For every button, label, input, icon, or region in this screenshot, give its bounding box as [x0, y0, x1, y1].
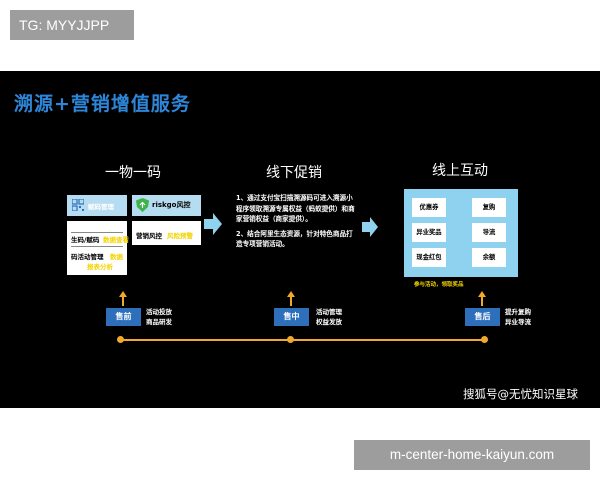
risk-functions-box: 营销风控 风险预警 [132, 221, 201, 245]
tg-label: TG: MYYJJPP [10, 10, 134, 40]
right-arrow-icon [362, 217, 378, 237]
slide-title: 溯源+营销增值服务 [14, 93, 191, 115]
data-view-label: 数据查看 [103, 236, 129, 244]
stage-in-sale: 售中 [274, 308, 309, 326]
slide-image: 溯源+营销增值服务 一物一码 线下促销 线上互动 赋码管理 riskgo风控 生… [0, 71, 600, 408]
risk-control-cell: riskgo风控 [132, 195, 201, 216]
offline-promo-point-1: 1、通过支付宝扫描溯源码可进入溯源小程序领取溯源专属权益（蚂蚁提供）和商家营销权… [236, 194, 355, 223]
code-gen-label: 生码/赋码 [71, 236, 100, 244]
offline-promo-point-2: 2、结合阿里生态资源，针对特色商品打造专项营销活动。 [236, 229, 353, 249]
traffic-tile: 导流 [472, 223, 506, 242]
cross-industry-prize-tile: 异业奖品 [412, 223, 446, 242]
footer-url-label: m-center-home-kaiyun.com [354, 440, 590, 470]
online-interaction-caption: 参与活动，领取奖品 [414, 282, 464, 288]
section-heading-right: 线上互动 [432, 163, 488, 179]
timeline-line [120, 339, 484, 341]
up-arrow-icon [287, 291, 295, 306]
up-arrow-icon [119, 291, 127, 306]
section-heading-middle: 线下促销 [266, 165, 322, 181]
timeline-dot [117, 336, 124, 343]
right-arrow-icon [204, 213, 222, 235]
code-management-label: 赋码管理 [88, 203, 114, 211]
code-activity-label: 码活动管理 [71, 253, 104, 261]
offline-promo-description: 1、通过支付宝扫描溯源码可进入溯源小程序领取溯源专属权益（蚂蚁提供）和商家营销权… [236, 193, 356, 254]
section-heading-left: 一物一码 [105, 165, 161, 181]
stage-after-sale: 售后 [465, 308, 500, 326]
online-interaction-panel: 优惠券 复购 异业奖品 导流 现金红包 余额 [404, 189, 518, 277]
code-functions-box: 生码/赋码 数据查看 码活动管理 数据 报表分析 [67, 221, 129, 275]
risk-alert-label: 风险预警 [167, 232, 193, 240]
marketing-risk-label: 营销风控 [136, 232, 162, 240]
qr-code-icon [72, 199, 84, 211]
stage-pre-sale: 售前 [106, 308, 141, 326]
in-sale-note: 活动管理 权益发放 [316, 308, 342, 326]
source-watermark: 搜狐号@无忧知识星球 [463, 387, 578, 401]
coupon-tile: 优惠券 [412, 198, 446, 217]
risk-control-label: riskgo风控 [152, 201, 191, 209]
report-analysis-label: 报表分析 [87, 263, 113, 271]
code-management-cell: 赋码管理 [67, 195, 127, 216]
after-sale-note: 提升复购 异业导流 [505, 308, 531, 326]
balance-tile: 余额 [472, 248, 506, 267]
repurchase-tile: 复购 [472, 198, 506, 217]
shield-icon [136, 198, 149, 212]
up-arrow-icon [478, 291, 486, 306]
cash-red-packet-tile: 现金红包 [412, 248, 446, 267]
timeline-dot [287, 336, 294, 343]
data-label: 数据 [110, 253, 123, 261]
pre-sale-note: 活动投放 商品研发 [146, 308, 172, 326]
timeline-dot [481, 336, 488, 343]
